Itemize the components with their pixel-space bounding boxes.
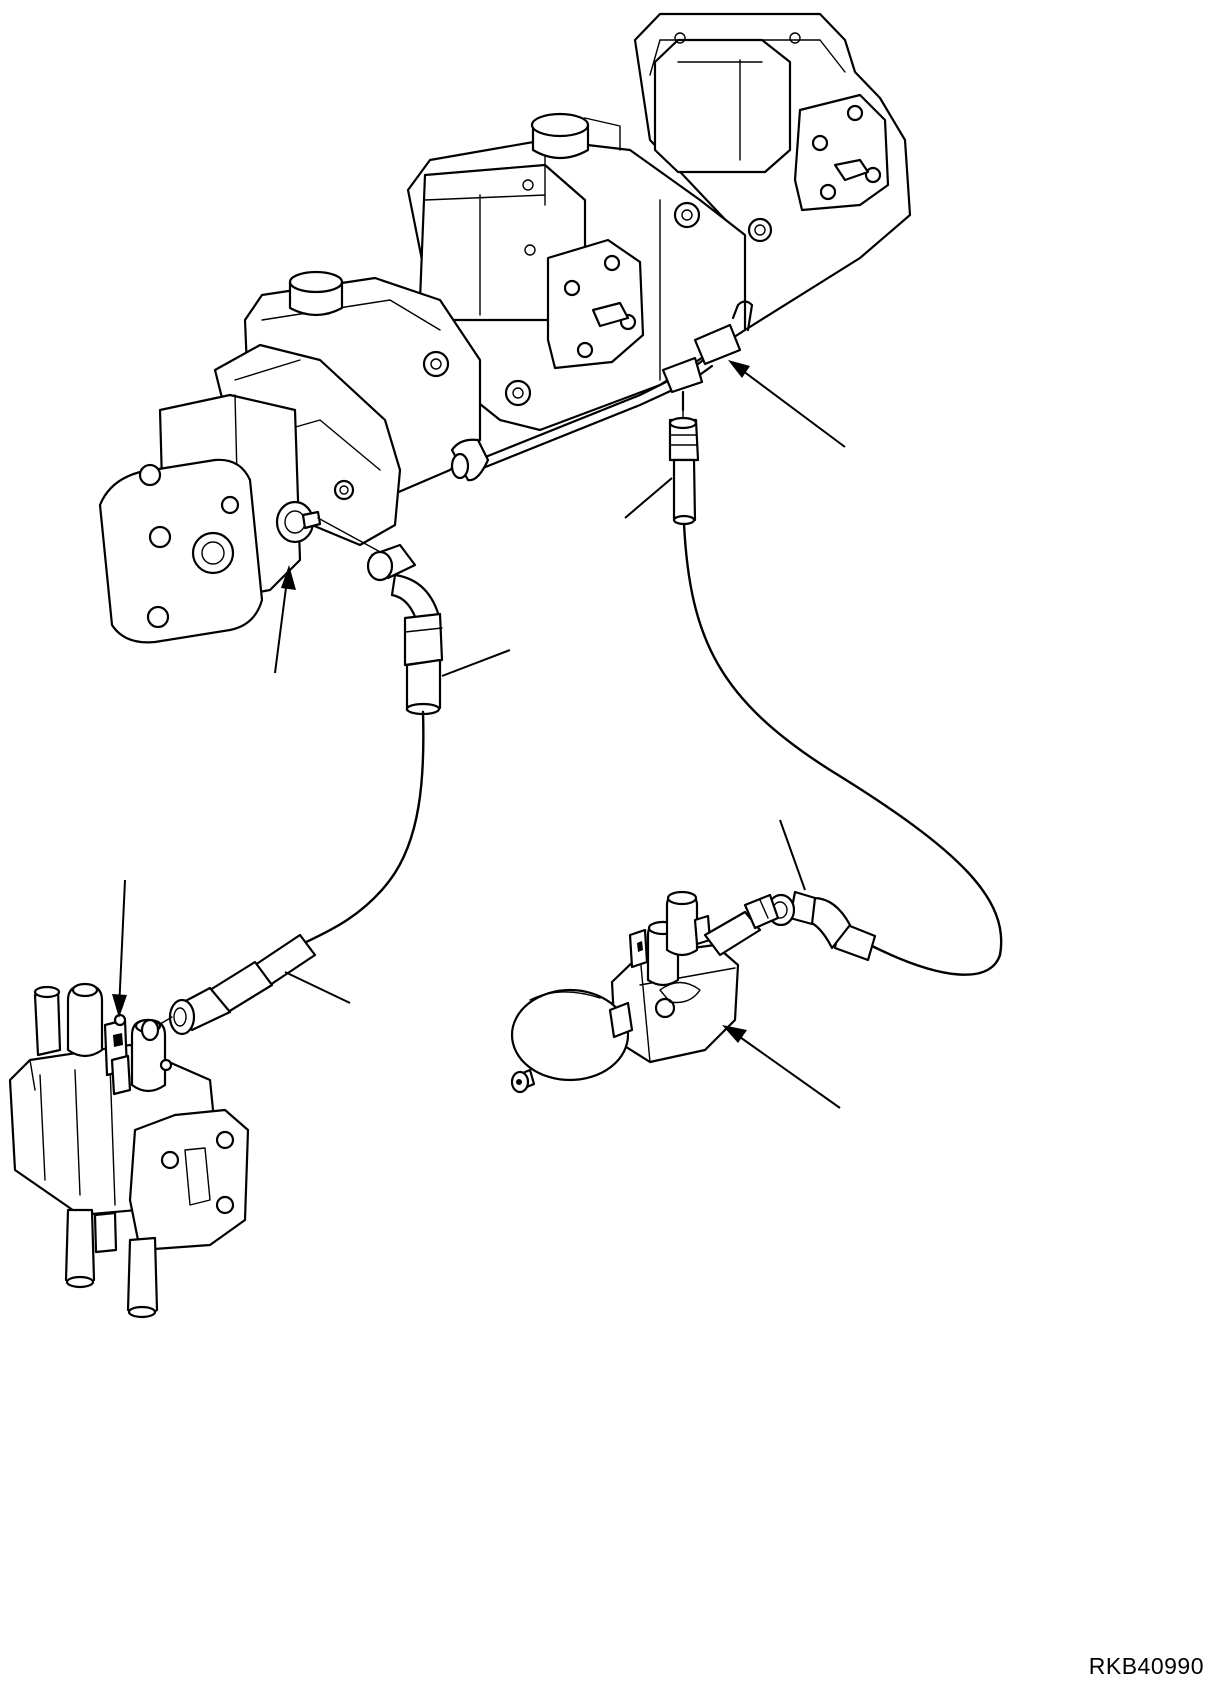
accumulator-solenoid-block — [510, 890, 780, 1094]
pump-tee-to-accumulator-hose — [668, 409, 1003, 976]
arrowhead — [722, 1025, 747, 1043]
hydraulic-pump-assembly — [98, 12, 912, 644]
control-valve — [8, 982, 250, 1319]
drawing-reference-code: RKB40990 — [1088, 1653, 1204, 1679]
leader-arrows — [112, 360, 846, 1109]
arrowhead — [728, 360, 750, 378]
arrowhead — [112, 994, 127, 1018]
pump-to-control-valve-hose — [149, 517, 444, 1036]
arrowhead — [281, 565, 296, 590]
